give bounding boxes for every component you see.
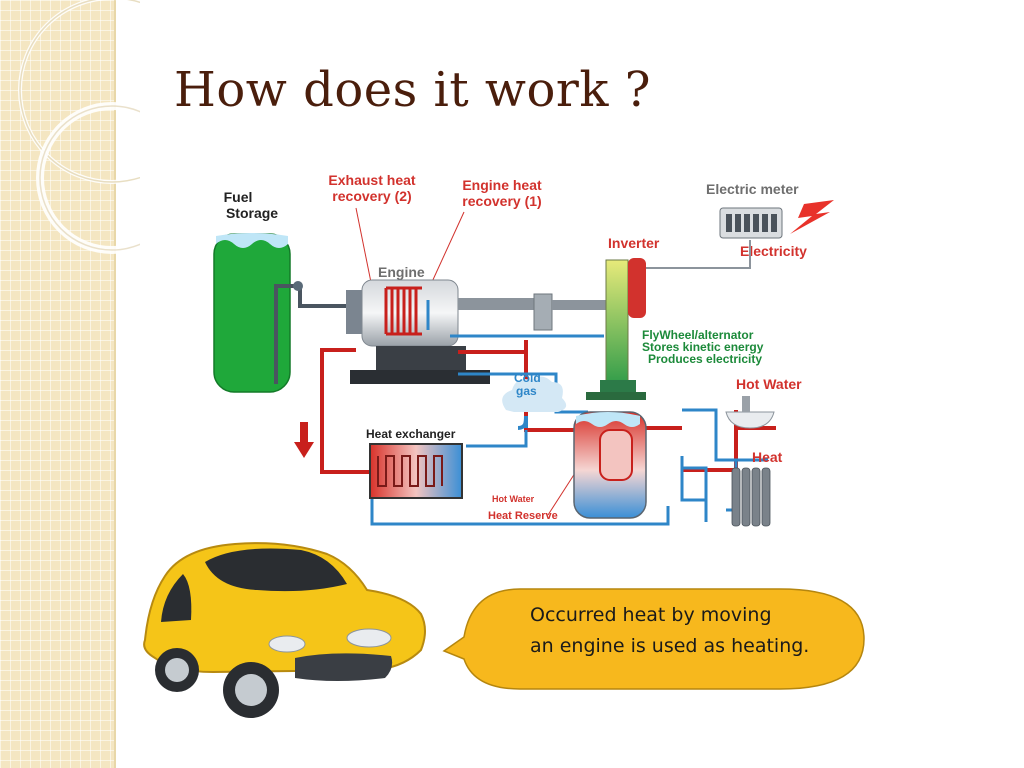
heat-exchanger-icon: Heat exchanger [366, 427, 463, 499]
cold-gas-pipe [517, 415, 528, 430]
fuel-storage-label: Fuel Storage [224, 189, 279, 221]
flywheel-label: FlyWheel/alternator Stores kinetic energ… [642, 328, 764, 366]
svg-text:Heat: Heat [752, 449, 783, 465]
storage-tank-icon [573, 411, 647, 519]
radiator-icon: Heat [731, 449, 783, 527]
svg-text:Hot Water: Hot Water [736, 376, 802, 392]
callout-line-1: Occurred heat by moving [530, 604, 772, 626]
svg-text:Electric meter: Electric meter [706, 181, 799, 197]
cloud-icon: Cold gas [502, 371, 567, 412]
faucet-icon: Hot Water [725, 376, 802, 429]
lightning-icon [790, 200, 834, 234]
speech-bubble [442, 588, 865, 690]
inverter-icon: Inverter [608, 235, 660, 318]
svg-text:Inverter: Inverter [608, 235, 660, 251]
svg-text:recovery (2): recovery (2) [332, 188, 411, 204]
svg-text:Engine heat: Engine heat [462, 177, 542, 193]
slide-title: How does it work ? [174, 62, 651, 118]
fuel-tank-icon [213, 233, 291, 393]
meter-wire [646, 240, 751, 269]
svg-text:Fuel: Fuel [224, 189, 253, 205]
down-arrow-icon [294, 422, 314, 458]
svg-text:Heat exchanger: Heat exchanger [366, 427, 456, 441]
svg-text:Stores kinetic energy: Stores kinetic energy [642, 340, 764, 354]
svg-text:Storage: Storage [226, 205, 278, 221]
exhaust-heat-recovery-label: Exhaust heat recovery (2) [328, 172, 415, 204]
flywheel-icon [586, 259, 646, 400]
callout-text: Occurred heat by moving an engine is use… [530, 600, 850, 662]
cogeneration-diagram: Fuel Storage Exhaust heat recovery (2) E… [213, 172, 834, 527]
callout-line-2: an engine is used as heating. [530, 635, 810, 657]
svg-text:Produces electricity: Produces electricity [648, 352, 762, 366]
svg-text:FlyWheel/alternator: FlyWheel/alternator [642, 328, 754, 342]
electricity-label: Electricity [740, 243, 807, 259]
svg-text:Engine: Engine [378, 264, 425, 280]
fuel-valve-icon [293, 281, 303, 291]
svg-text:gas: gas [516, 384, 537, 398]
svg-text:Cold: Cold [514, 371, 541, 385]
svg-text:recovery (1): recovery (1) [462, 193, 541, 209]
electric-meter-icon: Electric meter [706, 181, 799, 239]
car-icon [143, 542, 426, 718]
hot-water-small-label: Hot Water [492, 494, 535, 504]
decorative-rings [18, 0, 140, 254]
engine-icon: Engine [346, 264, 538, 384]
engine-heat-recovery-label: Engine heat recovery (1) [462, 177, 542, 209]
heat-reserve-label: Heat Reserve [488, 510, 558, 522]
shaft-coupling-icon [533, 293, 612, 331]
svg-text:Exhaust heat: Exhaust heat [328, 172, 415, 188]
